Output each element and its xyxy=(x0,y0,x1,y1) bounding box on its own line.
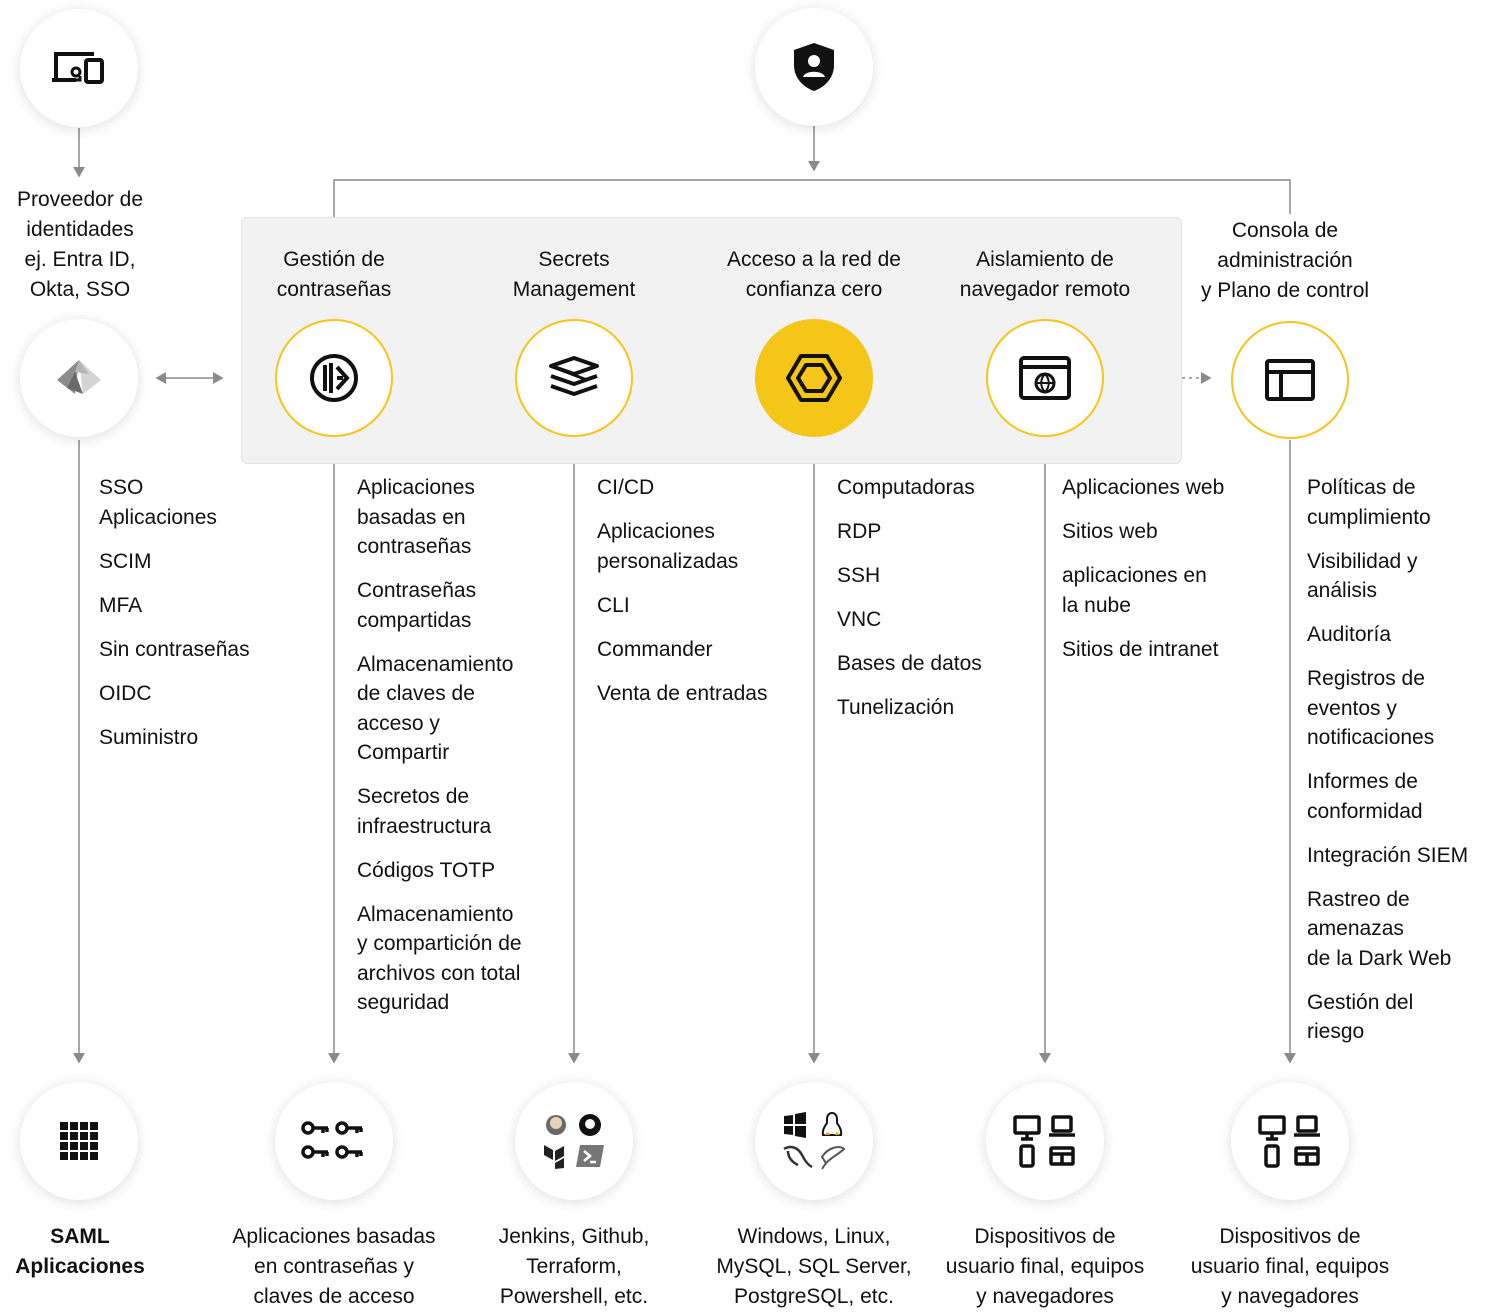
list-item: SSH xyxy=(837,564,881,587)
secrets-stack-icon xyxy=(515,319,633,437)
list-item: Secretos de infraestructura xyxy=(357,785,492,838)
keys-icon xyxy=(275,1082,393,1200)
list-item: CLI xyxy=(597,593,630,617)
bottom-label: SAML Aplicaciones xyxy=(15,1225,145,1278)
bottom-label: Aplicaciones basadas en contraseñas y cl… xyxy=(232,1225,436,1308)
product-title: Secrets Management xyxy=(512,248,636,301)
bottom-label: Dispositivos de usuario final, equipos y… xyxy=(1190,1225,1390,1308)
list-item: Commander xyxy=(597,637,713,661)
list-item: Suministro xyxy=(99,725,199,749)
bottom-label: Windows, Linux, MySQL, SQL Server, Postg… xyxy=(716,1225,912,1308)
remote-browser-list: Aplicaciones web Sitios web aplicaciones… xyxy=(1062,473,1262,679)
product-title: Aislamiento de navegador remoto xyxy=(959,248,1131,301)
console-title: Consola de administración y Plano de con… xyxy=(1200,219,1370,302)
zero-trust-list: Computadoras RDP SSH VNC Bases de datos … xyxy=(837,473,1027,737)
devices-icon xyxy=(20,9,138,127)
list-item: Bases de datos xyxy=(837,652,982,675)
shield-user-icon xyxy=(755,8,873,126)
list-item: Contraseñas compartidas xyxy=(357,579,477,632)
list-item: Políticas de cumplimiento xyxy=(1307,476,1431,529)
layout-panel-icon xyxy=(1231,321,1349,439)
end-user-devices-icon xyxy=(1231,1082,1349,1200)
product-title: Acceso a la red de confianza cero xyxy=(727,248,901,301)
list-item: Visibilidad y análisis xyxy=(1307,549,1418,603)
list-item: Auditoría xyxy=(1307,623,1392,646)
keeper-logo-icon xyxy=(275,319,393,437)
list-item: Aplicaciones personalizadas xyxy=(597,520,739,573)
product-title: Gestión de contraseñas xyxy=(276,248,392,301)
password-management-list: Aplicaciones basadas en contraseñas Cont… xyxy=(357,473,557,1032)
entra-id-logo xyxy=(20,319,138,437)
secrets-management-list: CI/CD Aplicaciones personalizadas CLI Co… xyxy=(597,473,807,723)
hexagon-icon xyxy=(755,319,873,437)
list-item: Almacenamiento de claves de acceso y Com… xyxy=(357,652,514,765)
list-item: Sitios de intranet xyxy=(1062,637,1219,661)
list-item: Tunelización xyxy=(837,696,955,719)
list-item: Códigos TOTP xyxy=(357,858,496,882)
list-item: Almacenamiento y compartición de archivo… xyxy=(357,902,522,1015)
console-list: Políticas de cumplimiento Visibilidad y … xyxy=(1307,473,1497,1061)
list-item: Venta de entradas xyxy=(597,681,768,705)
list-item: RDP xyxy=(837,520,882,543)
devops-tools-icon xyxy=(515,1082,633,1200)
bottom-label: Jenkins, Github, Terraform, Powershell, … xyxy=(498,1225,650,1308)
list-item: Integración SIEM xyxy=(1307,843,1469,867)
app-grid-icon xyxy=(20,1082,138,1200)
list-item: Registros de eventos y notificaciones xyxy=(1307,667,1435,749)
list-item: MFA xyxy=(99,593,143,617)
identity-provider-list: SSO Aplicaciones SCIM MFA Sin contraseña… xyxy=(99,473,269,767)
list-item: OIDC xyxy=(99,681,152,705)
browser-globe-icon xyxy=(986,319,1104,437)
bottom-label: Dispositivos de usuario final, equipos y… xyxy=(945,1225,1145,1308)
list-item: Informes de conformidad xyxy=(1307,770,1423,823)
list-item: Sitios web xyxy=(1062,520,1158,543)
list-item: Sin contraseñas xyxy=(99,637,250,661)
list-item: VNC xyxy=(837,608,882,631)
list-item: aplicaciones en la nube xyxy=(1062,564,1207,617)
os-db-icon xyxy=(755,1082,873,1200)
list-item: Rastreo de amenazas de la Dark Web xyxy=(1307,887,1452,970)
list-item: Aplicaciones basadas en contraseñas xyxy=(357,476,475,558)
list-item: SCIM xyxy=(99,549,152,573)
list-item: Computadoras xyxy=(837,476,975,499)
list-item: CI/CD xyxy=(597,476,655,499)
end-user-devices-icon xyxy=(986,1082,1104,1200)
list-item: Aplicaciones web xyxy=(1062,476,1225,499)
list-item: Gestión del riesgo xyxy=(1307,990,1414,1044)
list-item: SSO Aplicaciones xyxy=(99,476,217,529)
identity-provider-title: Proveedor de identidades ej. Entra ID, O… xyxy=(16,188,144,301)
